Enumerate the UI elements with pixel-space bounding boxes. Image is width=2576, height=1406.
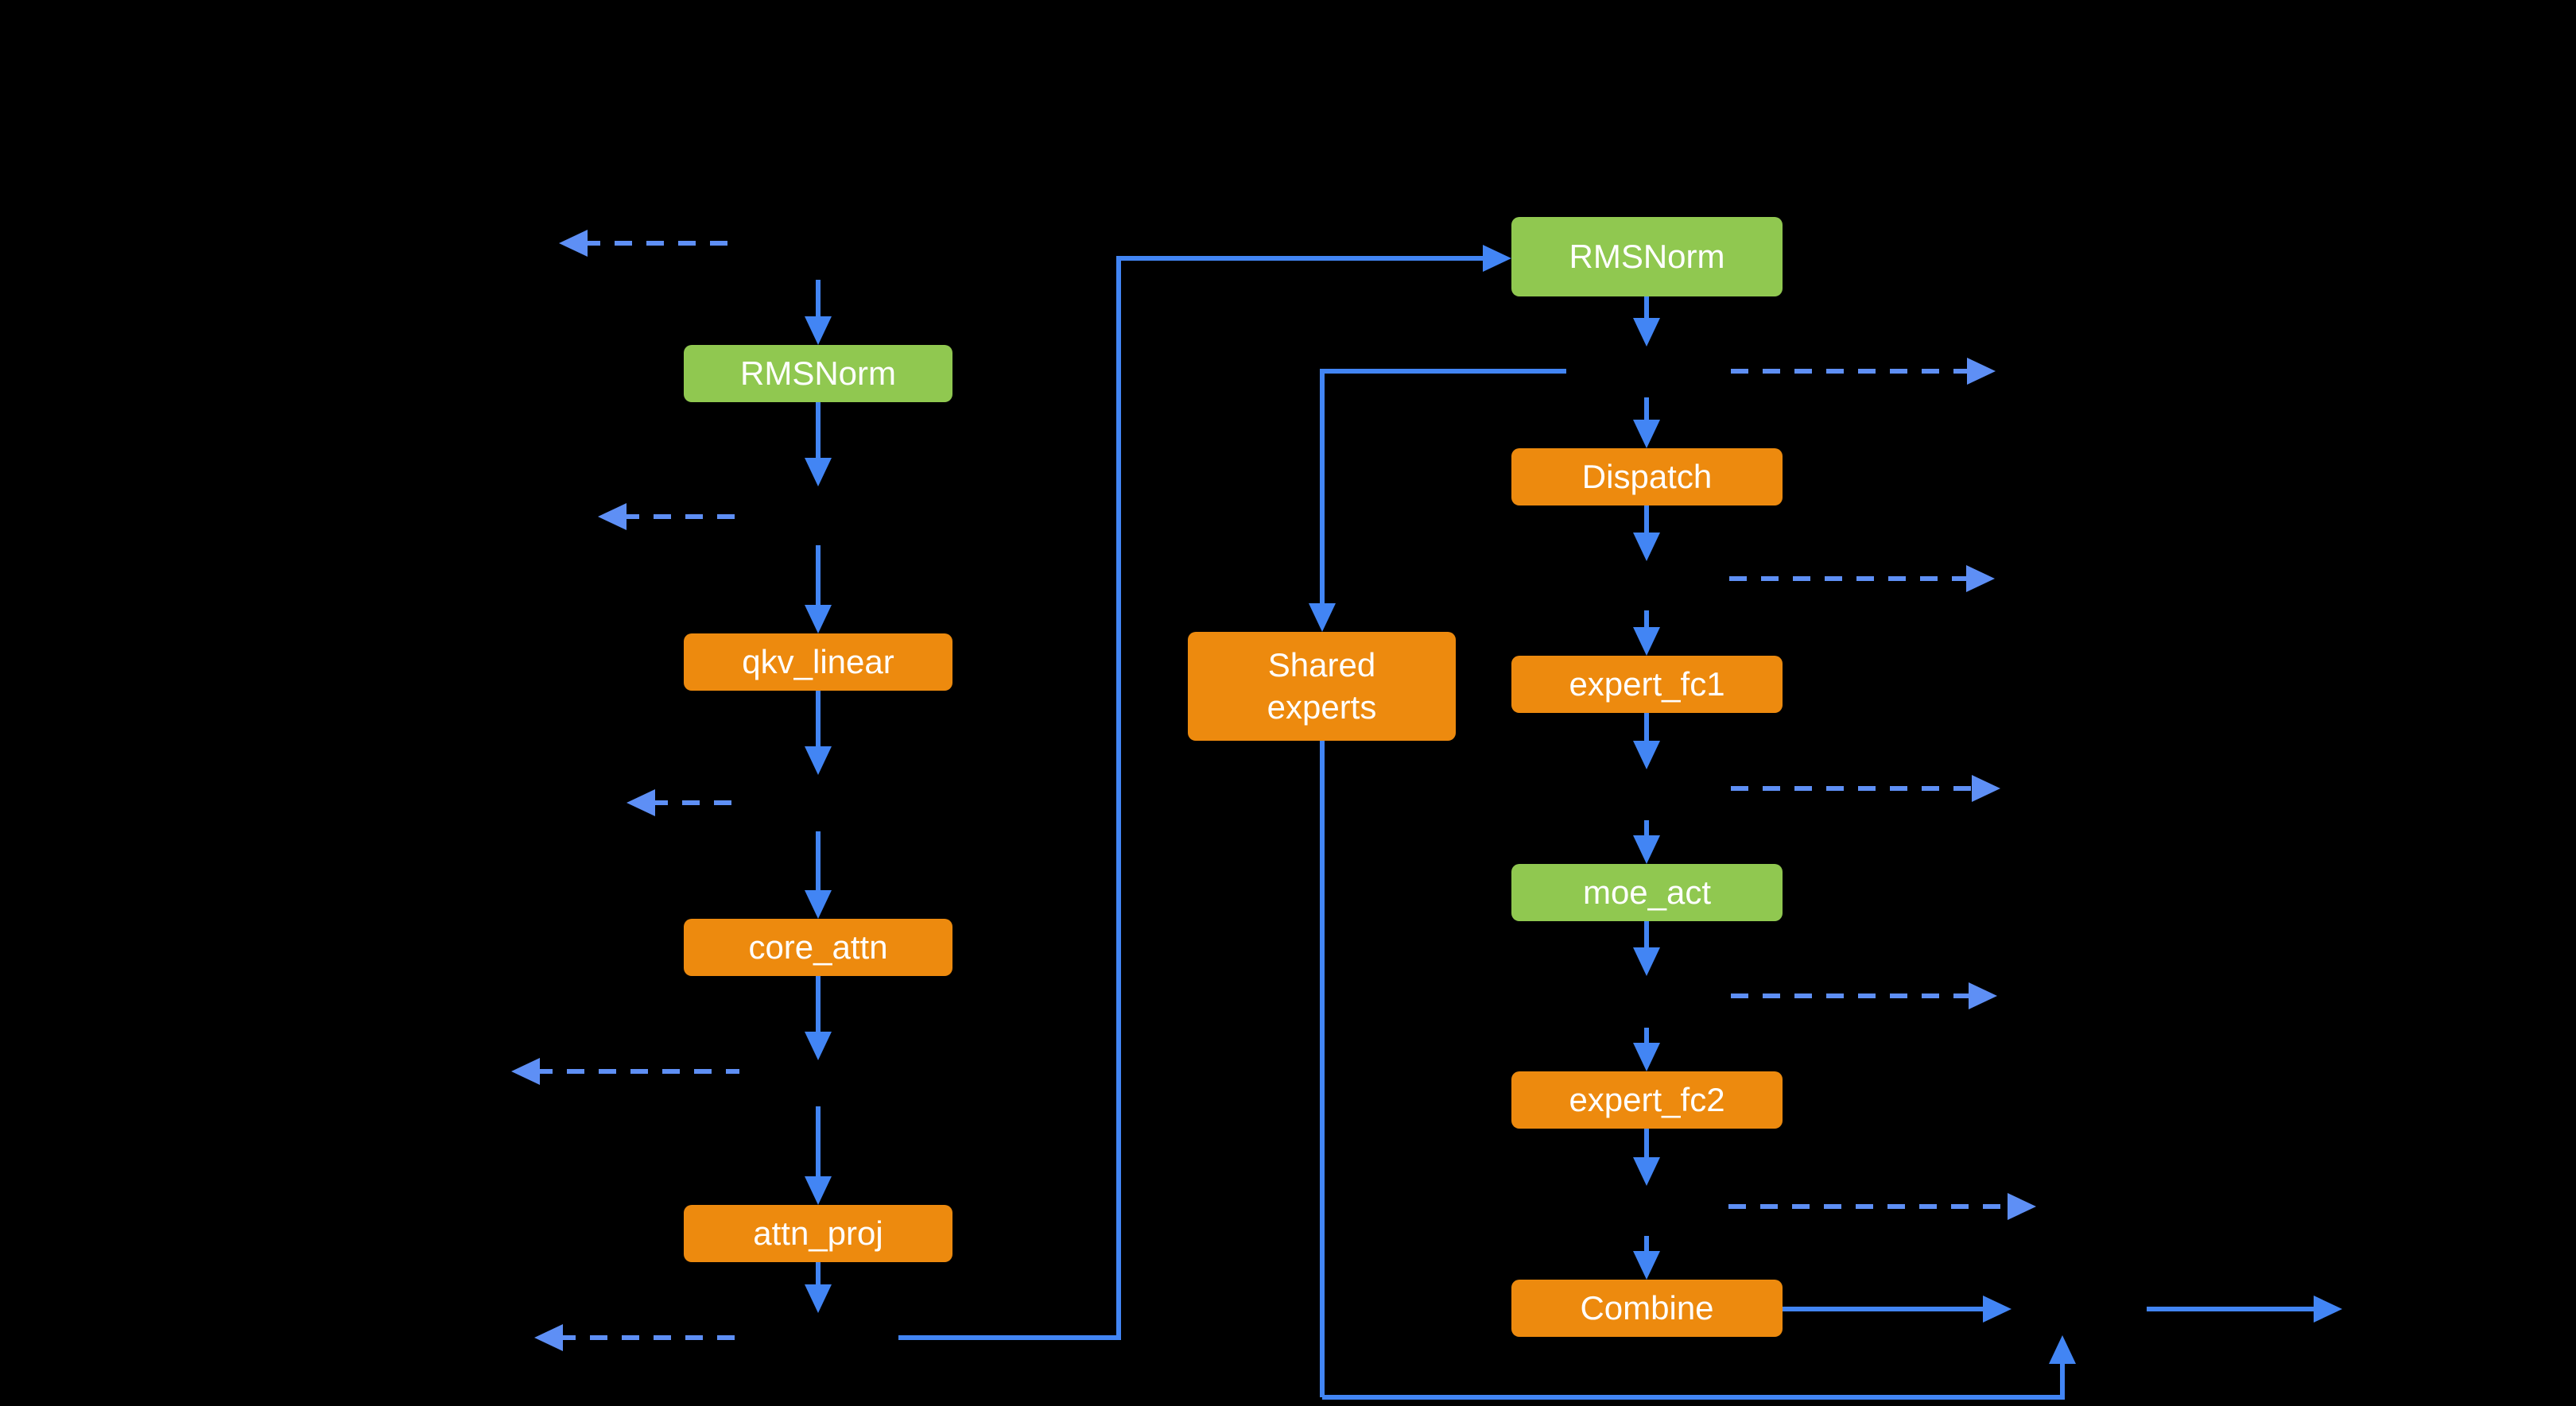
node-label-dispatch: Dispatch xyxy=(1581,457,1713,495)
edge-to-expert-fc2 xyxy=(1644,1028,1649,1048)
edge-combine-out xyxy=(1783,1307,1988,1311)
edge-dashed-fwd-2-head xyxy=(1966,565,1995,592)
edge-dispatch-out-head xyxy=(1633,533,1660,561)
edge-to-attn-proj xyxy=(816,1106,821,1181)
edge-attn-proj-out-head xyxy=(805,1284,832,1313)
edge-dashed-fwd-5-head xyxy=(2008,1193,2036,1220)
edge-block-output xyxy=(2147,1307,2318,1311)
edge-to-dispatch-head xyxy=(1633,420,1660,448)
edge-qkv-linear-out xyxy=(816,691,821,751)
edge-dashed-fwd-3-head xyxy=(1972,775,2000,802)
node-label-expert-fc2: expert_fc2 xyxy=(1569,1080,1725,1118)
edge-rmsnorm-moe-input xyxy=(1119,256,1488,261)
node-label-moe-act: moe_act xyxy=(1582,873,1712,911)
edge-input-to-rmsnorm-attn xyxy=(816,280,821,321)
node-qkv-linear: qkv_linear xyxy=(684,633,952,691)
edge-combine-out-head xyxy=(1983,1296,2012,1323)
node-combine: Combine xyxy=(1511,1280,1783,1337)
edge-to-moe-act-head xyxy=(1633,835,1660,864)
edge-dashed-fwd-1 xyxy=(1731,369,1972,374)
edge-shared-up-join xyxy=(2060,1359,2065,1397)
node-rmsnorm-attn: RMSNorm xyxy=(684,345,952,402)
edge-to-core-attn-head xyxy=(805,890,832,919)
edge-dashed-back-3 xyxy=(650,800,735,805)
edge-bottom-line xyxy=(1322,1395,2065,1400)
edge-expert-fc1-out xyxy=(1644,713,1649,746)
edge-to-expert-fc1-head xyxy=(1633,627,1660,656)
edge-input-to-rmsnorm-attn-head xyxy=(805,316,832,345)
edge-moe-act-out xyxy=(1644,921,1649,952)
edge-dashed-fwd-3 xyxy=(1731,786,1977,791)
node-dispatch: Dispatch xyxy=(1511,448,1783,505)
edge-shared-out-down xyxy=(1320,741,1325,1397)
edge-to-attn-proj-head xyxy=(805,1176,832,1205)
edge-to-qkv-linear-head xyxy=(805,605,832,633)
edge-to-combine-head xyxy=(1633,1251,1660,1280)
edge-to-combine xyxy=(1644,1236,1649,1256)
edge-dashed-back-1 xyxy=(583,241,742,246)
edge-to-expert-fc1 xyxy=(1644,610,1649,632)
edge-dashed-fwd-2 xyxy=(1729,576,1971,581)
node-label-rmsnorm-attn: RMSNorm xyxy=(740,354,896,392)
edge-dispatch-out xyxy=(1644,505,1649,537)
edge-to-expert-fc2-head xyxy=(1633,1043,1660,1071)
edge-core-attn-out-head xyxy=(805,1032,832,1060)
edge-rmsnorm-moe-out xyxy=(1644,296,1649,323)
node-label-expert-fc1: expert_fc1 xyxy=(1569,664,1725,703)
edge-dashed-fwd-4 xyxy=(1731,993,1973,998)
node-label-core-attn: core_attn xyxy=(748,928,888,966)
edge-to-moe-act xyxy=(1644,820,1649,840)
edge-rmsnorm-moe-input-head xyxy=(1483,245,1511,272)
edge-expert-fc1-out-head xyxy=(1633,741,1660,769)
node-rmsnorm-moe: RMSNorm xyxy=(1511,217,1783,296)
edge-rmsnorm-moe-out-head xyxy=(1633,318,1660,347)
edge-dashed-fwd-1-head xyxy=(1967,358,1996,385)
node-shared-experts: Shared experts xyxy=(1188,632,1456,741)
node-attn-proj: attn_proj xyxy=(684,1205,952,1262)
edge-dashed-fwd-5 xyxy=(1728,1204,2012,1209)
edge-block-output-head xyxy=(2314,1296,2342,1323)
edge-left-riser xyxy=(1116,256,1121,1338)
edge-to-core-attn xyxy=(816,831,821,895)
node-moe-act: moe_act xyxy=(1511,864,1783,921)
node-core-attn: core_attn xyxy=(684,919,952,976)
node-label-attn-proj: attn_proj xyxy=(753,1214,883,1252)
edge-core-attn-out xyxy=(816,976,821,1036)
edge-to-qkv-linear xyxy=(816,545,821,610)
edge-branch-to-shared xyxy=(1322,369,1566,374)
node-label-rmsnorm-moe: RMSNorm xyxy=(1569,237,1725,275)
edge-dashed-back-5 xyxy=(558,1335,739,1340)
edge-shared-in xyxy=(1320,369,1325,608)
node-expert-fc2: expert_fc2 xyxy=(1511,1071,1783,1129)
edge-expert-fc2-out xyxy=(1644,1129,1649,1162)
edge-rmsnorm-attn-out xyxy=(816,402,821,463)
edge-attn-out-horizontal xyxy=(898,1335,1121,1340)
edge-moe-act-out-head xyxy=(1633,947,1660,976)
node-label-qkv-linear: qkv_linear xyxy=(742,642,894,680)
edge-dashed-fwd-4-head xyxy=(1969,982,1997,1009)
node-expert-fc1: expert_fc1 xyxy=(1511,656,1783,713)
edge-rmsnorm-attn-out-head xyxy=(805,458,832,486)
node-label-combine: Combine xyxy=(1580,1288,1714,1327)
node-label-shared-experts: Shared experts xyxy=(1267,646,1377,726)
edge-dashed-back-4 xyxy=(535,1069,739,1074)
edge-to-dispatch xyxy=(1644,397,1649,424)
edge-qkv-linear-out-head xyxy=(805,746,832,775)
edge-attn-proj-out xyxy=(816,1262,821,1289)
edge-shared-in-head xyxy=(1309,603,1336,632)
edge-expert-fc2-out-head xyxy=(1633,1157,1660,1186)
edge-dashed-back-2 xyxy=(622,514,735,519)
